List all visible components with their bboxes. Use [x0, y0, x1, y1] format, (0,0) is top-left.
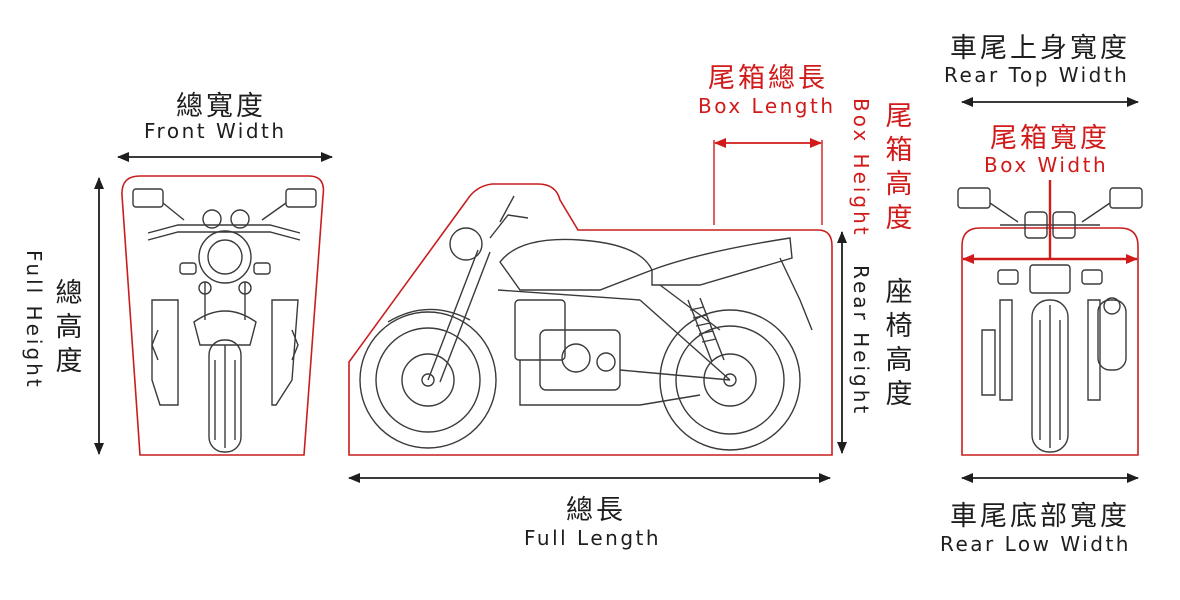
side-motorcycle-sketch: [359, 195, 813, 451]
full-length-label-en: Full Length: [524, 526, 662, 550]
box-height-label-zh: 尾箱高度: [885, 101, 913, 234]
box-width-label-zh: 尾箱寬度: [990, 123, 1110, 154]
box-length-label-en: Box Length: [698, 94, 836, 118]
box-length-bracket: [713, 138, 823, 225]
rear-height-label-en: Rear Height: [849, 265, 873, 417]
rear-low-width-label-en: Rear Low Width: [940, 532, 1131, 556]
side-view: [348, 183, 833, 456]
rear-height-label-zh: 座椅高度: [885, 277, 913, 410]
front-view: [121, 175, 325, 456]
full-height-label-zh: 總高度: [55, 278, 83, 377]
box-height-label-en: Box Height: [849, 98, 873, 238]
rear-top-width-label-en: Rear Top Width: [944, 63, 1130, 87]
rear-cover-outline: [961, 227, 1139, 456]
box-width-label-en: Box Width: [984, 153, 1109, 177]
front-motorcycle-sketch: [132, 188, 317, 453]
rear-motorcycle-sketch: [957, 187, 1143, 453]
full-height-label-en: Full Height: [22, 250, 46, 390]
front-width-label-zh: 總寬度: [176, 91, 266, 122]
rear-top-width-label-zh: 車尾上身寬度: [950, 33, 1130, 64]
side-cover-outline: [348, 183, 833, 456]
front-cover-outline: [121, 175, 325, 456]
rear-low-width-label-zh: 車尾底部寬度: [950, 501, 1130, 532]
box-length-label-zh: 尾箱總長: [708, 63, 828, 94]
front-width-label-en: Front Width: [144, 119, 287, 143]
rear-view: [957, 187, 1143, 456]
full-length-label-zh: 總長: [566, 495, 626, 526]
